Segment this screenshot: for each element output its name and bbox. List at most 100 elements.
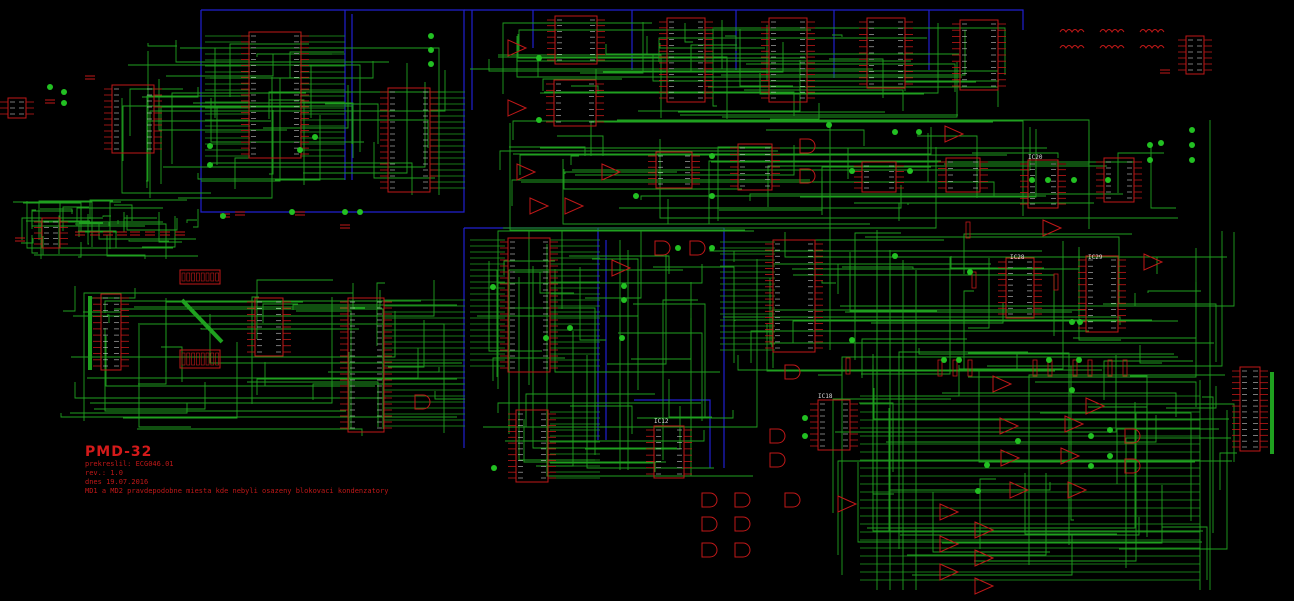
wire [918,348,1174,355]
ic-chip [546,79,604,127]
wire [193,102,354,158]
logic-gates [414,39,1164,595]
junction-dot [941,357,947,363]
junction-dot [1088,463,1094,469]
wire [1162,526,1208,580]
author-note: prekreslil: ECG046.01 [85,460,174,468]
wire [135,218,178,231]
junction-dot [428,61,434,67]
wire [488,59,998,72]
junction-dot [342,209,348,215]
wire [75,220,119,225]
nand-gate [799,138,816,154]
chip-labels: IC20 IC28 IC29 IC18 IC12 [654,154,1103,425]
resistor [971,271,977,289]
wire [89,199,187,219]
wire [631,318,692,360]
wire [575,145,795,176]
junction-dot [1076,357,1082,363]
resistor [1032,359,1038,377]
schematic-title: PMD-32 [85,444,153,460]
switch-lever [215,352,219,366]
wire [1078,250,1121,341]
inductor [1099,29,1125,33]
wire [1088,406,1148,509]
wire [963,233,1132,274]
wire [772,239,944,368]
junction-dot [826,122,832,128]
wire [898,351,1028,549]
inductor [1099,45,1125,49]
ic-chip [810,399,858,451]
wire [1028,374,1225,565]
wire [269,99,305,185]
wire [142,87,199,98]
nand-gate [734,492,751,508]
wire [122,105,283,161]
chip-body [772,239,816,353]
wire [800,129,1037,198]
wire [104,328,346,412]
wire [872,354,931,532]
wire [708,160,941,224]
wire [1070,366,1074,521]
wire [521,181,995,196]
wire [959,241,1064,370]
wire [158,212,182,243]
ic-chip [730,143,780,191]
wire [725,35,737,51]
wire [123,342,238,419]
ic-chip [500,237,558,373]
buffer-gate [939,535,960,553]
wire [201,78,281,182]
buffer-gate [516,163,537,181]
buffer-gate [939,563,960,581]
wire [275,115,321,181]
wire [592,258,639,390]
wire [1147,290,1201,293]
wire [684,23,693,43]
wire [163,82,426,168]
wire [767,165,1107,207]
junction-dot [428,47,434,53]
wire [499,150,778,170]
wire [518,277,595,461]
wire [841,356,1178,575]
wire [149,110,319,198]
wire [509,123,706,231]
wire [594,120,1024,216]
junction-dot [61,89,67,95]
wire [516,41,911,62]
switch-lever [181,352,186,366]
wire [147,43,177,47]
wire [517,34,806,59]
wire [865,236,1120,304]
wire [511,179,810,206]
wire [871,303,1004,324]
resistor [967,359,973,377]
ic-chip [340,297,392,433]
junction-dot [967,269,973,275]
wire [26,201,173,249]
wire [63,286,76,312]
chip-body [100,293,122,371]
buffer-gate [1064,415,1085,433]
nand-gate [654,240,671,256]
bus [464,9,1024,30]
junction-dot [207,162,213,168]
wire [1219,452,1237,490]
junction-dot [1107,453,1113,459]
ic-chip [1232,366,1268,452]
wire [972,152,1059,158]
wire [1150,145,1176,209]
junction-dot [312,134,318,140]
wire [31,209,36,225]
wire [247,381,379,427]
wire [837,263,959,294]
wire [784,232,1227,258]
wire [262,303,298,323]
junction-dot [802,415,808,421]
wire [76,207,163,226]
chip-body [515,409,549,483]
junction-dot [1029,177,1035,183]
